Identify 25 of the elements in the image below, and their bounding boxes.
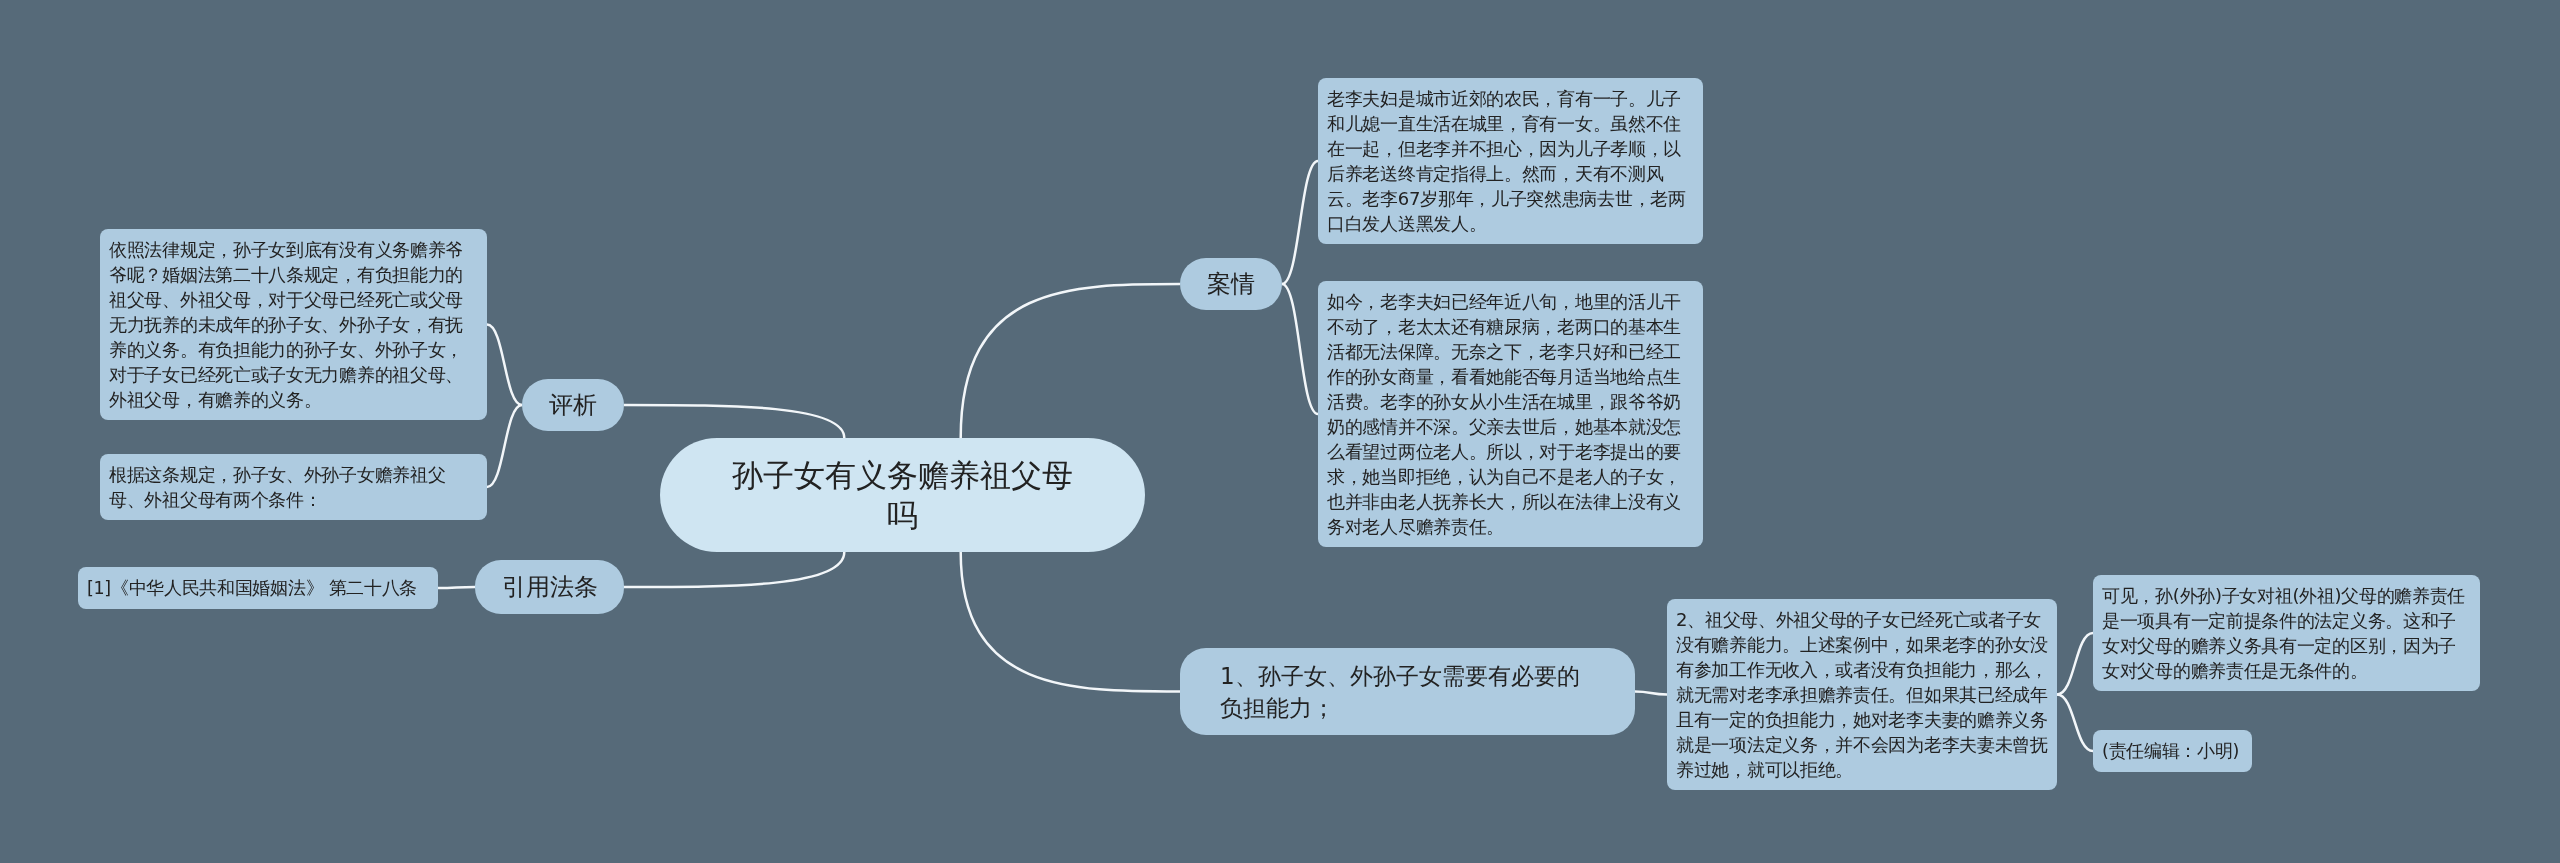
connector-line: [624, 551, 846, 589]
text-box: (责任编辑：小明): [2093, 730, 2252, 772]
connector-line: [2056, 693, 2094, 753]
connector-line: [959, 551, 1180, 693]
connector-line: [486, 323, 523, 407]
topic-box: 孙子女有义务赡养祖父母吗: [660, 438, 1145, 552]
connector-line: [624, 403, 846, 439]
connector-line: [1634, 690, 1668, 696]
text-box: 依照法律规定，孙子女到底有没有义务赡养爷爷呢？婚姻法第二十八条规定，有负担能力的祖父母、外祖父母，对于父母已经死亡或父母无力抚养的未成年的孙子女、外孙子女，有抚养的义务。有负担能力的孙子女、外孙子女，对于子女已经死亡或子女无力赡养的祖父母、外祖父母，有赡养的义务。: [100, 229, 487, 420]
connector-line: [2056, 631, 2094, 696]
text-box: 2、祖父母、外祖父母的子女已经死亡或者子女没有赡养能力。上述案例中，如果老李的孙女没有参加工作无收入，或者没有负担能力，那么，就无需对老李承担赡养责任。但如果其已经成年且有一定的负担能力，她对老李夫妻的赡养义务就是一项法定义务，并不会因为老李夫妻未曾抚养过她，就可以拒绝。: [1667, 599, 2057, 790]
connector-line: [486, 403, 523, 489]
branch-box: 引用法条: [475, 560, 624, 614]
branch-box: 1、孙子女、外孙子女需要有必要的负担能力；: [1180, 648, 1635, 735]
connector-line: [959, 282, 1180, 439]
connector-line: [438, 585, 475, 590]
text-box: [1]《中华人民共和国婚姻法》 第二十八条: [78, 567, 438, 609]
connector-line: [1281, 282, 1319, 416]
branch-box: 案情: [1180, 258, 1282, 310]
branch-box: 评析: [522, 379, 624, 431]
text-box: 老李夫妇是城市近郊的农民，育有一子。儿子和儿媳一直生活在城里，育有一女。虽然不住在一起，但老李并不担心，因为儿子孝顺，以后养老送终肯定指得上。然而，天有不测风云。老李67岁那年，儿子突然患病去世，老两口白发人送黑发人。: [1318, 78, 1703, 244]
text-box: 根据这条规定，孙子女、外孙子女赡养祖父母、外祖父母有两个条件：: [100, 454, 487, 520]
text-box: 可见，孙(外孙)子女对祖(外祖)父母的赡养责任是一项具有一定前提条件的法定义务。这和子女对父母的赡养义务具有一定的区别，因为子女对父母的赡养责任是无条件的。: [2093, 575, 2480, 691]
text-box: 如今，老李夫妇已经年近八旬，地里的活儿干不动了，老太太还有糖尿病，老两口的基本生活都无法保障。无奈之下，老李只好和已经工作的孙女商量，看看她能否每月适当地给点生活费。老李的孙女从小生活在城里，跟爷爷奶奶的感情并不深。父亲去世后，她基本就没怎么看望过两位老人。所以，对于老李提出的要求，她当即拒绝，认为自己不是老人的子女，也并非由老人抚养长大，所以在法律上没有义务对老人尽赡养责任。: [1318, 281, 1703, 547]
connector-line: [1281, 159, 1319, 286]
